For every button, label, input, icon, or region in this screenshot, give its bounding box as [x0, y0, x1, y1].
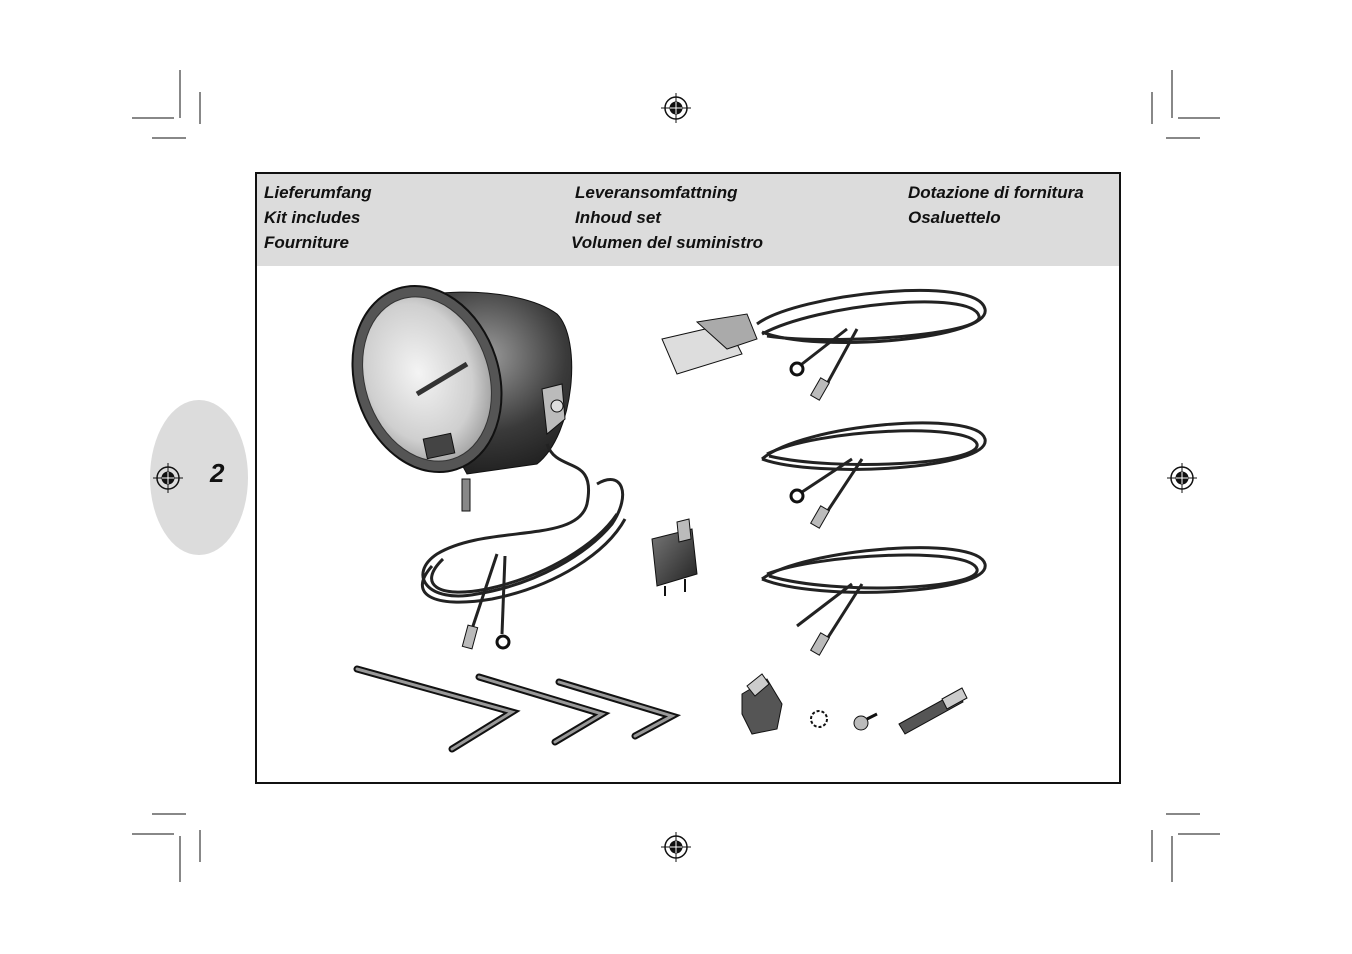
small-parts: [741, 673, 968, 735]
kit-contents-frame: Lieferumfang Kit includes Fourniture Lev…: [255, 172, 1121, 784]
headlamp: [351, 284, 573, 512]
kit-illustration: [351, 284, 987, 753]
heading-fr: Fourniture: [264, 233, 349, 252]
lamp-terminals: [461, 624, 511, 650]
relay: [651, 518, 698, 596]
heading-nl: Inhoud set: [575, 208, 661, 227]
connector-harness: [661, 289, 987, 401]
heading-sv: Leveransomfattning: [575, 183, 738, 202]
cable-2: [761, 421, 987, 529]
registration-mark-icon: [661, 93, 1197, 862]
page-tab: [150, 400, 248, 555]
heading-it: Dotazione di fornitura: [908, 183, 1084, 202]
allen-keys: [353, 665, 682, 753]
heading-en: Kit includes: [264, 208, 361, 227]
lamp-cable: [420, 443, 627, 635]
heading-de: Lieferumfang: [264, 183, 372, 202]
header-band: Lieferumfang Kit includes Fourniture Lev…: [257, 174, 1119, 266]
heading-es: Volumen del suministro: [571, 233, 764, 252]
page-number: 2: [210, 458, 225, 488]
cable-3: [761, 546, 987, 656]
heading-fi: Osaluettelo: [908, 208, 1001, 227]
crop-mark-icon: [132, 70, 1220, 882]
